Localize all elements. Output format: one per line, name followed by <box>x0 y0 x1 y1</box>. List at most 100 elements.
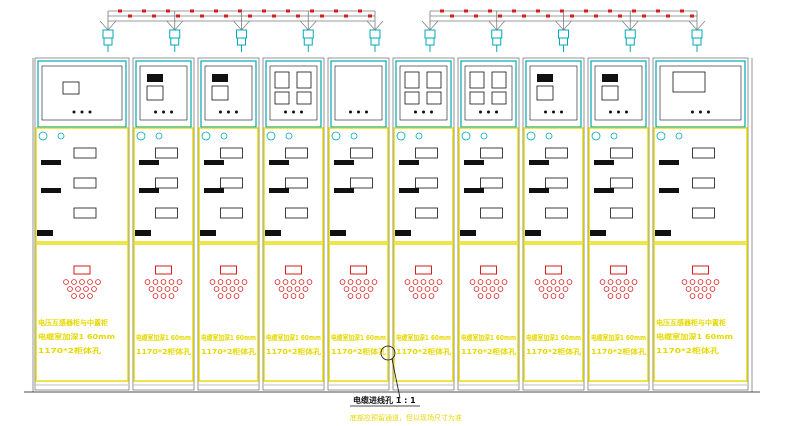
viewing-port-icon <box>201 131 211 141</box>
vent-hole-icon <box>294 286 301 292</box>
device-box <box>350 177 373 189</box>
busbar-marker <box>238 9 242 13</box>
device-label <box>399 188 419 193</box>
device-label <box>269 188 289 193</box>
device-label <box>594 188 614 193</box>
relay-compartment <box>200 60 257 128</box>
cabinet-1-note-line: 1170*2柜体孔 <box>38 346 101 355</box>
nameplate-icon <box>610 265 627 275</box>
meter-window <box>146 85 164 101</box>
device-box <box>415 207 438 219</box>
vent-hole-icon <box>75 286 81 292</box>
busbar-marker <box>190 9 194 13</box>
vent-hole-icon <box>290 293 297 299</box>
busbar-marker <box>214 9 218 13</box>
vent-hole-icon <box>697 293 704 299</box>
vent-hole-icon <box>286 286 293 292</box>
device-label <box>659 188 679 193</box>
indicator-lamp-icon <box>617 110 620 114</box>
vent-hole-icon <box>282 293 289 299</box>
viewing-port-icon <box>656 131 666 141</box>
vent-hole-icon <box>67 286 73 292</box>
vent-hole-icon <box>152 293 159 299</box>
connector-body <box>692 37 702 46</box>
relay-door <box>464 65 513 121</box>
device-label <box>529 160 549 165</box>
meter-window <box>491 91 507 105</box>
cabinet-10-note-line: 电压互感器柜与中置柜 <box>656 318 726 327</box>
plate-label <box>37 230 53 236</box>
busbar-marker <box>296 14 300 18</box>
breaker-compartment <box>458 127 519 243</box>
meter-window <box>296 71 312 89</box>
device-box <box>220 177 243 189</box>
vent-hole-icon <box>298 279 305 285</box>
vent-hole-icon <box>607 293 614 299</box>
breaker-compartment <box>198 127 259 243</box>
relay-door <box>41 65 123 121</box>
busbar-marker <box>594 14 598 18</box>
breaker-compartment <box>328 127 389 243</box>
indicator-lamp-icon <box>699 110 702 114</box>
busbar-group <box>421 9 706 52</box>
vent-hole-icon <box>363 279 370 285</box>
cable-compartment <box>133 243 194 382</box>
connector-body <box>370 37 380 46</box>
relay-door <box>334 65 383 121</box>
connector-body <box>625 37 635 46</box>
device-label <box>334 160 354 165</box>
connector-body <box>102 29 114 39</box>
busbar-marker <box>224 14 228 18</box>
vent-hole-icon <box>428 279 435 285</box>
cabinet-5-note-line: 1170*2柜体孔 <box>331 347 386 356</box>
vent-hole-icon <box>469 279 476 285</box>
vent-hole-icon <box>611 286 618 292</box>
device-box <box>692 177 715 189</box>
device-label <box>594 160 614 165</box>
device-label <box>204 188 224 193</box>
vent-hole-icon <box>705 279 712 285</box>
breaker-compartment <box>653 127 748 243</box>
vent-hole-icon <box>558 279 565 285</box>
device-box <box>350 147 373 159</box>
connector-body <box>169 29 181 39</box>
vent-hole-icon <box>420 293 427 299</box>
busbar-marker <box>262 9 266 13</box>
bushing-connector-icon <box>366 11 384 52</box>
device-box <box>610 147 633 159</box>
busbar-marker <box>464 9 468 13</box>
busbar-marker <box>656 9 660 13</box>
vent-hole-icon <box>302 286 309 292</box>
busbar-marker <box>546 14 550 18</box>
connector-body <box>302 29 314 39</box>
cabinet-frame <box>652 57 749 391</box>
cable-compartment <box>653 243 748 382</box>
busbar-marker <box>440 9 444 13</box>
vent-hole-icon <box>339 279 346 285</box>
vent-hole-icon <box>371 279 378 285</box>
busbar-marker <box>152 14 156 18</box>
vent-hole-icon <box>428 293 435 299</box>
viewing-port-icon <box>675 132 683 140</box>
vent-hole-icon <box>485 293 492 299</box>
vent-hole-icon <box>481 286 488 292</box>
device-label <box>269 160 289 165</box>
vent-hole-icon <box>493 279 500 285</box>
meter-window <box>296 91 312 105</box>
vent-hole-icon <box>176 279 183 285</box>
nameplate-icon <box>155 265 172 275</box>
busbar-marker <box>320 14 324 18</box>
connector-body <box>491 29 503 39</box>
connector-body <box>425 37 435 46</box>
meter-label <box>147 74 163 82</box>
relay-compartment <box>395 60 452 128</box>
device-box <box>73 147 97 159</box>
indicator-lamp-icon <box>544 110 547 114</box>
vent-hole-icon <box>156 286 163 292</box>
device-box <box>73 207 97 219</box>
viewing-port-icon <box>331 131 341 141</box>
indicator-lamp-icon <box>422 110 425 114</box>
busbar-marker <box>680 9 684 13</box>
